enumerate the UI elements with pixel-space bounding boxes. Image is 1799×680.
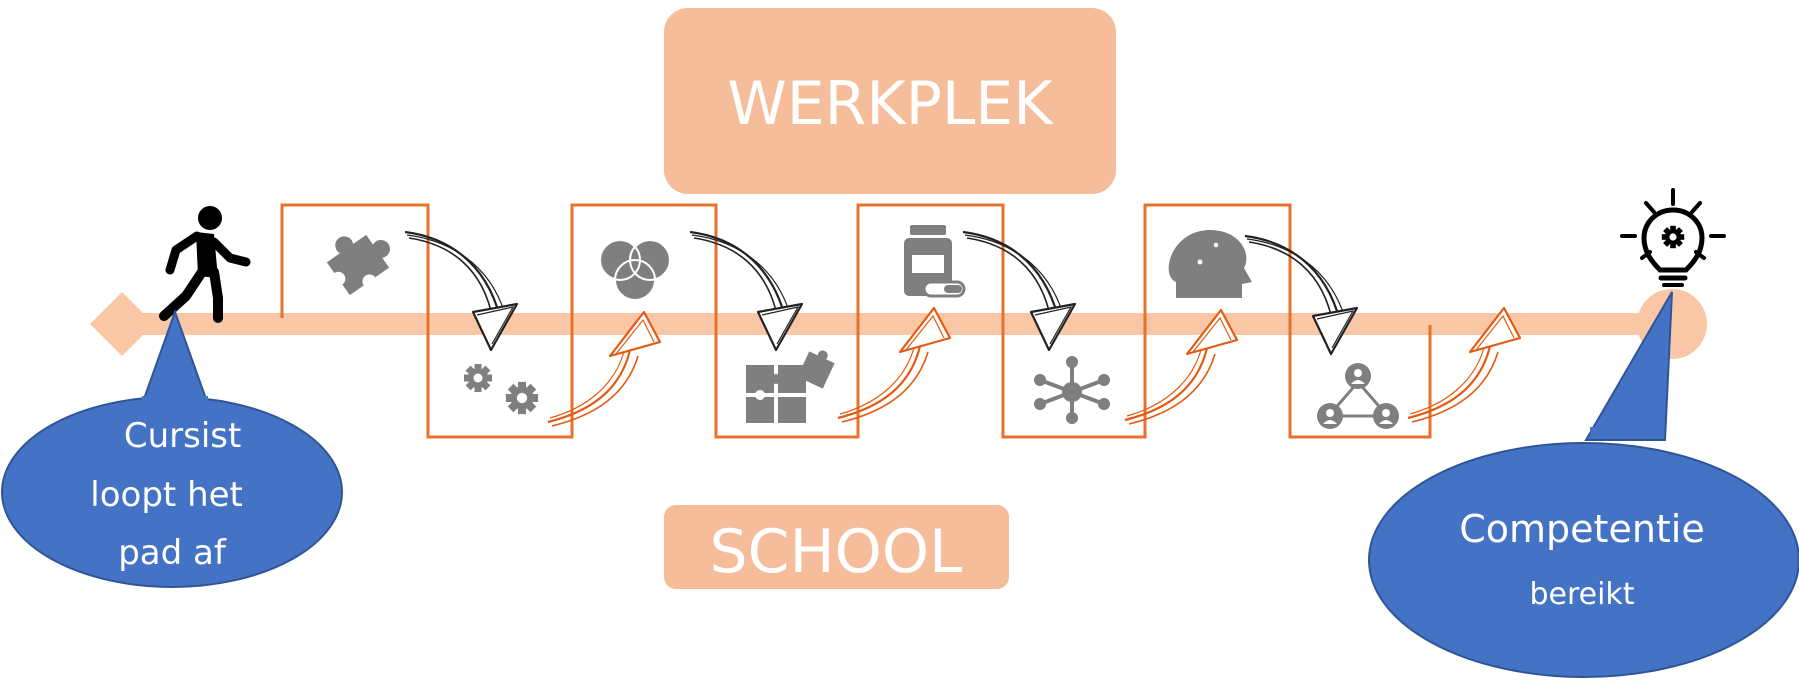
end-callout-line-1: Competentie bbox=[1459, 507, 1705, 551]
school-label: SCHOOL bbox=[710, 517, 964, 587]
start-callout-line-1: Cursist bbox=[124, 416, 241, 456]
puzzle-piece-icon bbox=[326, 234, 390, 296]
network-hub-icon bbox=[1034, 356, 1110, 424]
start-callout: Cursist loopt het pad af bbox=[1, 309, 343, 588]
people-network-icon bbox=[1317, 363, 1399, 429]
start-callout-line-3: pad af bbox=[118, 533, 227, 573]
lightbulb-gear-icon bbox=[1620, 188, 1726, 287]
end-callout: Competentie bereikt bbox=[1368, 291, 1799, 678]
step-outline bbox=[280, 203, 1432, 439]
svg-text:Cursist loopt het: Cursist loopt het pad af bbox=[90, 416, 253, 573]
head-gears-icon bbox=[1168, 229, 1252, 298]
end-callout-line-2: bereikt bbox=[1529, 577, 1634, 612]
pill-bottle-icon bbox=[904, 225, 966, 298]
school-zone: SCHOOL bbox=[664, 505, 1009, 589]
start-callout-line-2: loopt het bbox=[90, 475, 243, 515]
walking-person-icon bbox=[159, 206, 251, 323]
werkplek-label: WERKPLEK bbox=[727, 69, 1054, 139]
path-start-diamond bbox=[90, 292, 154, 356]
werkplek-zone: WERKPLEK bbox=[664, 8, 1116, 194]
puzzle-assembled-icon bbox=[746, 350, 835, 423]
learning-path bbox=[90, 289, 1707, 359]
gears-icon bbox=[464, 364, 539, 415]
venn-circles-icon bbox=[599, 239, 671, 301]
arrow-to-school-4 bbox=[1243, 234, 1359, 356]
